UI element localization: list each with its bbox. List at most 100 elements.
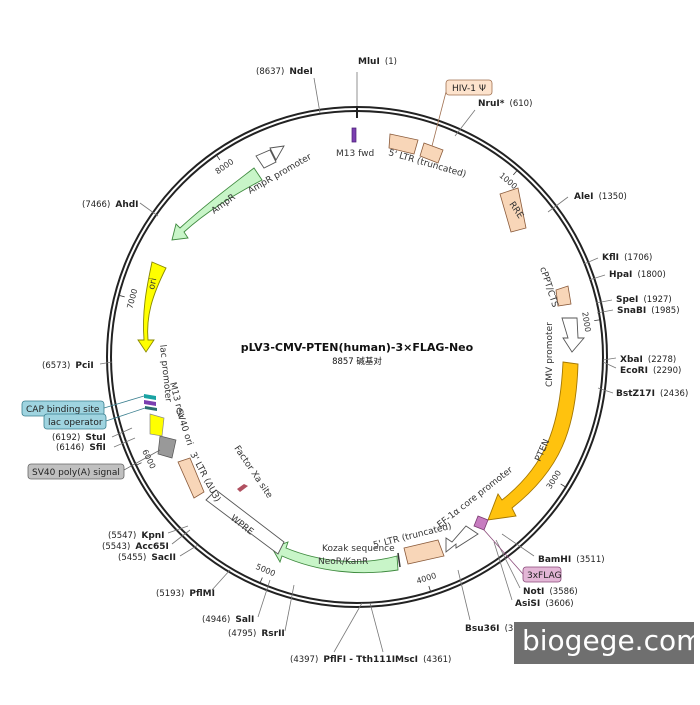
site-name: StuI	[85, 433, 106, 443]
label-neor: NeoR/KanR	[318, 557, 368, 567]
site-line-kfli	[583, 257, 599, 265]
tick-mark	[216, 154, 221, 161]
site-line-ndei	[313, 77, 321, 114]
boxed-3xflag-line	[483, 529, 524, 575]
restriction-site-lines	[99, 72, 617, 653]
site-name: XbaI	[620, 355, 643, 365]
feature-psi-shape	[419, 142, 444, 164]
feature-m13-rev-shape	[144, 400, 156, 406]
site-line-hpai	[588, 274, 606, 281]
feature-5ltr2-shape	[403, 539, 445, 565]
site-label-sacii: (5455) SacII	[118, 545, 176, 564]
site-label-snabi: SnaBI (1985)	[617, 298, 680, 317]
site-position: (5547)	[108, 531, 136, 541]
site-position: (2290)	[653, 366, 681, 376]
site-label-hpai: HpaI (1800)	[609, 262, 666, 281]
plasmid-size: 8857 碱基对	[332, 356, 382, 367]
boxed-sv40-polya: SV40 poly(A) signal	[27, 449, 161, 480]
feature-neor-shape	[271, 541, 399, 574]
site-position: (3511)	[576, 555, 604, 565]
site-name: SacII	[151, 553, 176, 563]
tick-mark	[560, 483, 566, 488]
label-lac-promoter: lac promoter	[157, 344, 173, 403]
tick-mark	[513, 170, 518, 176]
site-label-bstz17i: BstZ17I (2436)	[616, 381, 688, 400]
label-factor-xa: Factor Xa site	[232, 444, 275, 501]
feature-ampr-promoter-shape	[255, 145, 285, 169]
boxed-feature-labels: HIV-1 Ψ 3xFLAG CAP binding site lac oper…	[21, 79, 562, 583]
site-label-bamhi: BamHI (3511)	[538, 547, 605, 566]
site-name: PflFI - Tth111I	[323, 655, 395, 665]
feature-rre-shape	[499, 187, 527, 233]
tick-label: 1000	[497, 171, 518, 191]
boxed-lac-operator: lac operator	[43, 407, 146, 430]
site-position: (6192)	[52, 433, 80, 443]
site-name: NotI	[523, 587, 544, 597]
site-position: (2278)	[648, 355, 676, 365]
site-line-pflfi	[333, 602, 363, 653]
site-line-ahdi	[139, 202, 159, 217]
site-name: Acc65I	[135, 542, 169, 552]
site-label-msci: MscI (4361)	[395, 647, 451, 666]
site-position: (8637)	[256, 67, 284, 77]
site-line-sacii	[179, 544, 199, 557]
tick-label: 2000	[580, 311, 592, 332]
boxed-3xflag-bg	[522, 566, 562, 583]
site-line-ecori	[602, 361, 617, 369]
feature-sv40-ori-yellow	[149, 413, 165, 437]
site-label-noti: NotI (3586)	[523, 579, 578, 598]
feature-ef1a-shape	[445, 525, 479, 553]
watermark: biogege.com	[514, 622, 700, 664]
site-line-alei	[547, 196, 569, 213]
feature-wpre-shape	[205, 489, 285, 555]
site-line-msci	[369, 602, 384, 653]
boxed-sv40-polya-line	[123, 449, 161, 471]
tick-label: 5000	[254, 562, 276, 578]
site-line-sali	[257, 579, 271, 618]
site-label-acc65i: (5543) Acc65I	[102, 534, 169, 553]
boxed-hiv-psi-line	[431, 91, 447, 147]
plasmid-title: pLV3-CMV-PTEN(human)-3×FLAG-Neo	[241, 341, 474, 354]
site-position: (3606)	[545, 599, 573, 609]
site-position: (1800)	[638, 270, 666, 280]
site-label-ecori: EcoRI (2290)	[620, 358, 681, 377]
site-name: MluI	[358, 57, 380, 67]
site-name: EcoRI	[620, 366, 648, 376]
site-position: (1)	[385, 57, 397, 67]
site-name: PciI	[75, 361, 93, 371]
site-name: SpeI	[616, 295, 638, 305]
site-position: (1706)	[624, 253, 652, 263]
feature-shapes	[137, 127, 585, 574]
feature-ori-shape	[137, 261, 167, 353]
site-name: AsiSI	[515, 599, 540, 609]
label-m13-fwd: M13 fwd	[336, 149, 374, 159]
tick-mark	[118, 294, 125, 298]
site-line-bamhi	[501, 533, 535, 557]
site-position: (3586)	[549, 587, 577, 597]
site-name: SfiI	[89, 443, 106, 453]
site-position: (2436)	[660, 389, 688, 399]
site-label-sali: (4946) SalI	[202, 607, 254, 626]
site-position: (610)	[510, 99, 533, 109]
site-name: AhdI	[115, 200, 138, 210]
site-label-kpni: (5547) KpnI	[108, 523, 165, 542]
site-line-pcii	[99, 361, 113, 365]
feature-pten-shape	[487, 361, 579, 521]
boxed-sv40-polya-bg	[27, 463, 125, 480]
feature-5ltr-shape	[388, 133, 419, 155]
boxed-3xflag: 3xFLAG	[483, 529, 562, 583]
site-name: KpnI	[141, 531, 164, 541]
site-line-spei	[595, 299, 613, 304]
tick-mark	[594, 319, 601, 322]
site-label-pflmi: (5193) PflMI	[156, 581, 215, 600]
site-name: NdeI	[289, 67, 312, 77]
tick-label: 7000	[125, 288, 139, 310]
label-cmv: CMV promoter	[545, 322, 555, 387]
feature-lacop-shape	[145, 406, 157, 411]
site-position: (5455)	[118, 553, 146, 563]
label-ef1a: EF-1α core promoter	[436, 465, 515, 530]
site-name: AleI	[574, 192, 594, 202]
site-position: (4361)	[423, 655, 451, 665]
site-label-kfli: KflI (1706)	[602, 245, 652, 264]
site-position: (6573)	[42, 361, 70, 371]
